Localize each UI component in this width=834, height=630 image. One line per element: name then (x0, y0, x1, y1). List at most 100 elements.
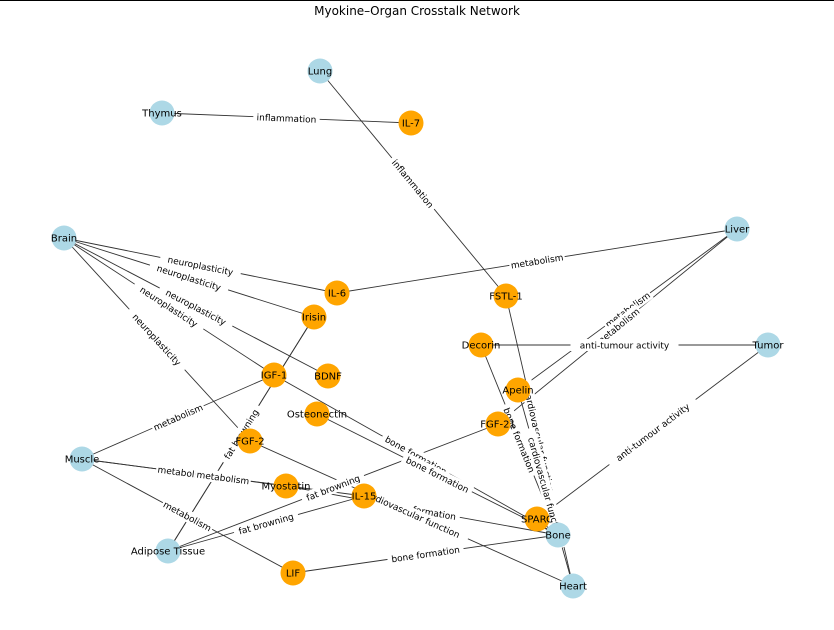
myokine-node-circle (493, 283, 519, 309)
myokine-node-circle (468, 332, 494, 358)
edge-label-background (508, 250, 566, 272)
node-label: Bone (545, 531, 570, 542)
node-fgf-21: FGF-21 (480, 411, 516, 437)
edge-labels-layer: inflammationinflammationneuroplasticityn… (124, 110, 700, 566)
organ-node-circle (149, 100, 175, 126)
edge-label: fat browning (238, 512, 295, 537)
organ-node-circle (545, 522, 571, 548)
edge-label-background (387, 154, 439, 213)
organ-node-circle (51, 225, 77, 251)
edge-label: neuroplasticity (130, 313, 183, 369)
myokine-node-circle (524, 506, 550, 532)
edge-label-group: bone formation (386, 542, 465, 566)
node-brain: Brain (51, 225, 77, 251)
edge-label-background (232, 508, 300, 539)
edge-label-group: metabolism (194, 467, 252, 488)
node-label: Adipose Tissue (131, 547, 205, 558)
edge-label: anti-tumour activity (615, 402, 693, 464)
myokine-node-circle (351, 483, 377, 509)
myokine-node-circle (505, 377, 531, 403)
edge-label: inflammation (389, 158, 435, 210)
edge-label-background (570, 339, 679, 351)
node-label: Decorin (462, 341, 501, 352)
node-label: LIF (286, 569, 301, 580)
edge-label-group: inflammation (253, 110, 320, 126)
edge-label-background (159, 251, 242, 280)
edge-label-background (156, 282, 236, 332)
myokine-node-circle (304, 401, 330, 427)
edge-label-group: anti-tumour activity (605, 394, 700, 470)
node-muscle: Muscle (65, 446, 100, 472)
node-il-6: IL-6 (324, 280, 350, 306)
edge-label-background (605, 394, 700, 470)
edge-label-background (299, 469, 367, 506)
node-label: IL-7 (402, 119, 420, 130)
node-label: Lung (308, 67, 332, 78)
organ-node-circle (307, 58, 333, 84)
myokine-node-circle (301, 304, 327, 330)
myokine-node-circle (324, 280, 350, 306)
organ-node-circle (155, 538, 181, 564)
node-fstl-1: FSTL-1 (489, 283, 523, 309)
edge-label-background (601, 288, 654, 331)
edge-label-group: metabolism (508, 250, 566, 272)
edge-label-background (124, 305, 190, 374)
node-adipose-tissue: Adipose Tissue (131, 538, 205, 564)
node-label: Muscle (65, 455, 100, 466)
node-label: Osteonectin (287, 410, 347, 421)
organ-node-circle (755, 332, 781, 358)
edge-label: metabolism (161, 500, 212, 534)
node-label: IGF-1 (261, 371, 287, 382)
node-fgf-2: FGF-2 (235, 428, 265, 454)
organ-node-circle (724, 216, 750, 242)
edge-label-background (194, 467, 252, 488)
node-bdnf: BDNF (314, 363, 342, 389)
node-label: Myostatin (262, 482, 311, 493)
edge-label-background (352, 482, 471, 545)
node-apelin: Apelin (502, 377, 534, 403)
node-label: FSTL-1 (489, 292, 522, 303)
edge-label-group: metabolism (160, 497, 215, 535)
edge-label-background (386, 542, 465, 566)
myokine-node-circle (237, 428, 263, 454)
edge-label: inflammation (256, 113, 316, 125)
node-lung: Lung (307, 58, 333, 84)
myokine-node-circle (398, 110, 424, 136)
node-myostatin: Myostatin (262, 473, 311, 499)
node-label: Liver (725, 225, 750, 236)
myokine-node-circle (273, 473, 299, 499)
node-thymus: Thymus (141, 100, 182, 126)
node-label: Tumor (752, 341, 785, 352)
organ-node-circle (560, 573, 586, 599)
edge-label-background (519, 379, 560, 503)
edge-label-background (253, 110, 320, 126)
node-label: IL-15 (352, 492, 377, 503)
edge-label-group: anti-tumour activity (570, 339, 679, 352)
node-label: Apelin (502, 386, 533, 397)
edge-label-group: bone formation (400, 451, 475, 498)
node-sparc: SPARC (521, 506, 553, 532)
figure-title: Myokine–Organ Crosstalk Network (314, 4, 520, 18)
node-il-7: IL-7 (398, 110, 424, 136)
edge-label-background (131, 279, 207, 334)
edge-label-background (160, 497, 215, 535)
node-irisin: Irisin (301, 304, 327, 330)
edge-label-background (149, 400, 207, 434)
edge-label: anti-tumour activity (580, 342, 670, 352)
node-decorin: Decorin (462, 332, 501, 358)
edge-label-background (148, 259, 230, 296)
myokine-node-circle (280, 560, 306, 586)
edge-label-group: inflammation (387, 154, 439, 213)
node-tumor: Tumor (752, 332, 785, 358)
myokine-node-circle (261, 362, 287, 388)
node-label: FGF-21 (480, 420, 516, 431)
myokine-node-circle (315, 363, 341, 389)
edge-label-background (592, 304, 643, 349)
node-liver: Liver (724, 216, 750, 242)
node-osteonectin: Osteonectin (287, 401, 347, 427)
node-il-15: IL-15 (351, 483, 377, 509)
node-igf-1: IGF-1 (261, 362, 287, 388)
